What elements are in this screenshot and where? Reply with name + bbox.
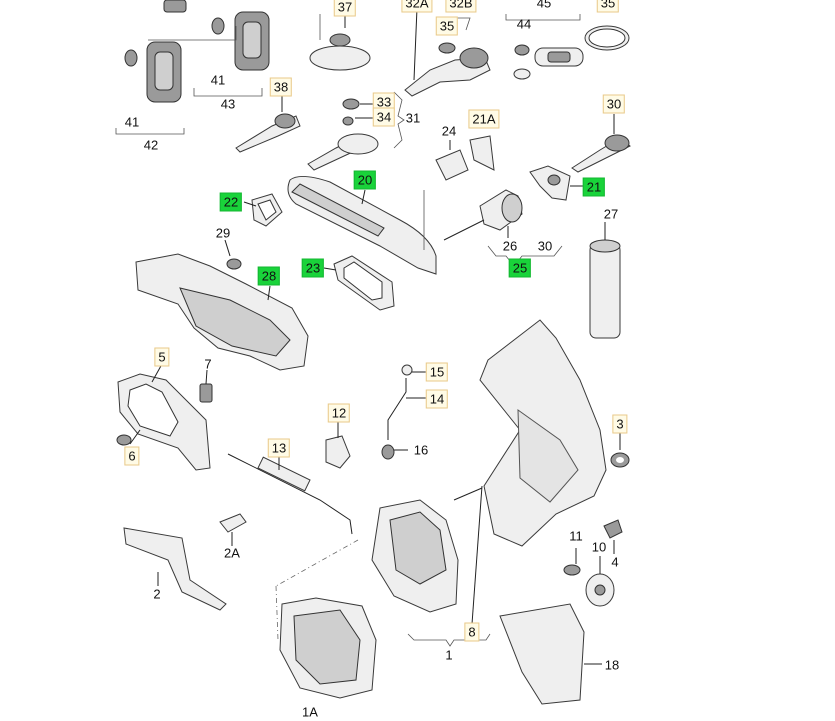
bolt-4 — [603, 519, 623, 554]
callout-24: 24 — [441, 123, 457, 139]
cap-24 — [435, 140, 469, 181]
callout-4: 4 — [611, 554, 619, 570]
callout-32b: 32B — [445, 0, 477, 13]
callout-18: 18 — [604, 657, 620, 673]
callout-21a: 21A — [468, 109, 500, 129]
callout-23: 23 — [301, 258, 325, 278]
nut-3 — [610, 432, 630, 468]
clip-7 — [199, 369, 213, 403]
lock-cylinder-26 — [443, 189, 523, 241]
key-37 — [309, 14, 371, 71]
callout-10: 10 — [591, 539, 607, 555]
callout-16: 16 — [413, 442, 429, 458]
callout-25: 25 — [508, 258, 532, 278]
gasket-23 — [323, 255, 395, 311]
callout-43: 43 — [220, 96, 236, 112]
lubricant-can-27 — [589, 222, 621, 339]
callout-32a: 32A — [401, 0, 433, 13]
handle-carrier-28 — [135, 253, 309, 371]
clip-12 — [325, 420, 351, 469]
bracket-21 — [529, 165, 585, 201]
callout-3: 3 — [612, 414, 628, 434]
callout-13: 13 — [267, 438, 291, 458]
callout-2: 2 — [153, 586, 161, 602]
striker-2 — [123, 527, 227, 611]
callout-1: 1 — [445, 647, 453, 663]
callout-30a: 30 — [602, 94, 626, 114]
callout-44: 44 — [516, 16, 532, 32]
key-32 — [404, 7, 491, 97]
callout-28: 28 — [257, 266, 281, 286]
door-frame — [479, 319, 607, 547]
callout-41a: 41 — [124, 114, 140, 130]
callout-20: 20 — [353, 170, 377, 190]
callout-15: 15 — [425, 362, 449, 382]
bracket-18 — [499, 603, 602, 705]
bolt-2a — [219, 513, 247, 546]
callout-29: 29 — [215, 225, 231, 241]
screw-11 — [563, 548, 581, 576]
key-30 — [571, 114, 631, 173]
callout-45: 45 — [536, 0, 552, 11]
callout-33: 33 — [372, 92, 396, 112]
cap-21a — [469, 135, 495, 171]
callout-12: 12 — [327, 403, 351, 423]
outer-door-handle — [287, 176, 437, 275]
callout-26: 26 — [502, 238, 518, 254]
callout-30b: 30 — [537, 238, 553, 254]
callout-11: 11 — [569, 528, 583, 544]
callout-41b: 41 — [210, 72, 226, 88]
callout-35a: 35 — [435, 16, 459, 36]
callout-8: 8 — [464, 622, 480, 642]
callout-35b: 35 — [596, 0, 620, 13]
callout-42: 42 — [143, 137, 159, 153]
callout-21: 21 — [582, 177, 606, 197]
callout-7: 7 — [204, 356, 212, 372]
key-45 — [513, 44, 584, 80]
callout-14: 14 — [425, 389, 449, 409]
inner-handle-5 — [117, 363, 211, 471]
key-fob-right — [163, 0, 270, 71]
callout-5: 5 — [154, 347, 170, 367]
striker-10 — [585, 556, 615, 607]
callout-1a: 1A — [302, 704, 318, 720]
callout-38: 38 — [269, 77, 293, 97]
lock-1a — [279, 597, 377, 699]
callout-37: 37 — [333, 0, 357, 17]
callout-31: 31 — [405, 110, 421, 126]
key-31 — [307, 98, 379, 171]
callout-2a: 2A — [224, 545, 240, 561]
lock-1 — [371, 485, 483, 625]
trim-22 — [243, 193, 283, 227]
callout-34: 34 — [372, 107, 396, 127]
key-fob-left — [124, 41, 182, 103]
callout-27: 27 — [603, 206, 619, 222]
key-38 — [235, 94, 301, 153]
rod-14 — [381, 364, 426, 460]
callout-6: 6 — [124, 446, 140, 466]
callout-22: 22 — [219, 192, 243, 212]
cable-13 — [227, 453, 353, 535]
